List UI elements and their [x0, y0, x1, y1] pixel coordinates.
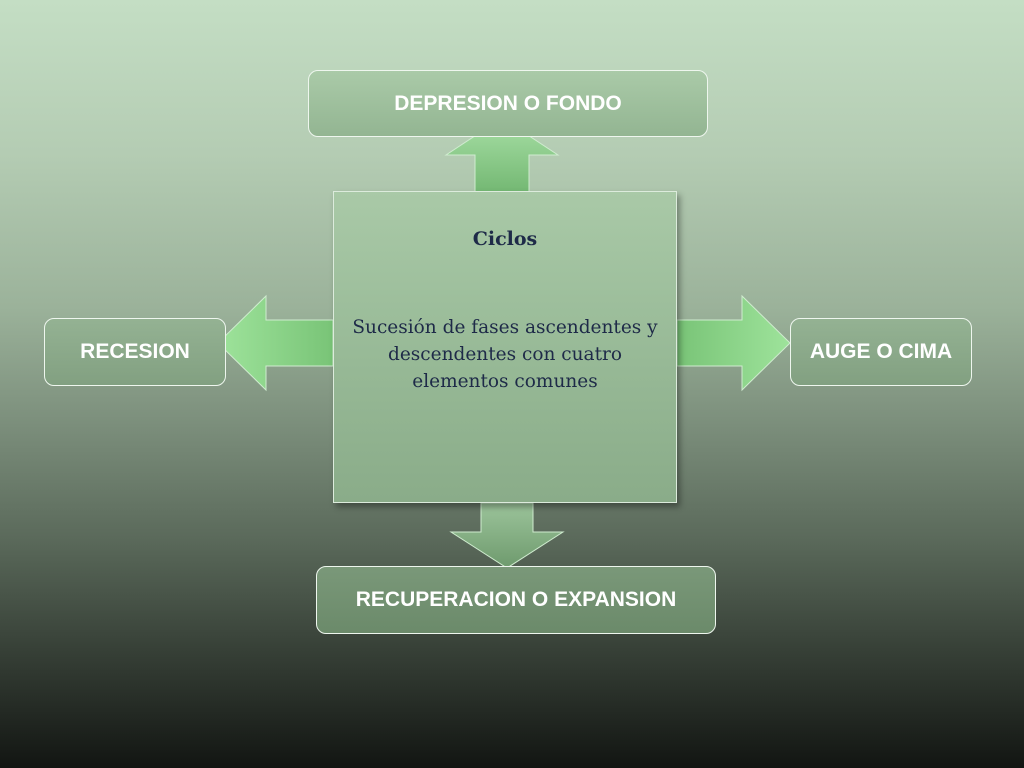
node-depresion: DEPRESION O FONDO: [308, 70, 708, 137]
node-recesion-label: RECESION: [80, 340, 190, 363]
node-depresion-label: DEPRESION O FONDO: [394, 91, 622, 115]
node-recuperacion: RECUPERACION O EXPANSION: [316, 566, 716, 634]
center-title: Ciclos: [472, 228, 538, 250]
node-recesion: RECESION: [44, 318, 226, 386]
node-recuperacion-label: RECUPERACION O EXPANSION: [355, 588, 677, 611]
center-description: Sucesión de fases ascendentes y descende…: [352, 317, 658, 392]
arrow-down-icon: [449, 502, 565, 569]
center-box: Ciclos Sucesión de fases ascendentes y d…: [333, 191, 677, 503]
node-auge: AUGE O CIMA: [790, 318, 972, 386]
arrow-right-icon: [676, 294, 791, 392]
arrow-left-icon: [217, 294, 334, 392]
node-auge-label: AUGE O CIMA: [809, 340, 953, 363]
